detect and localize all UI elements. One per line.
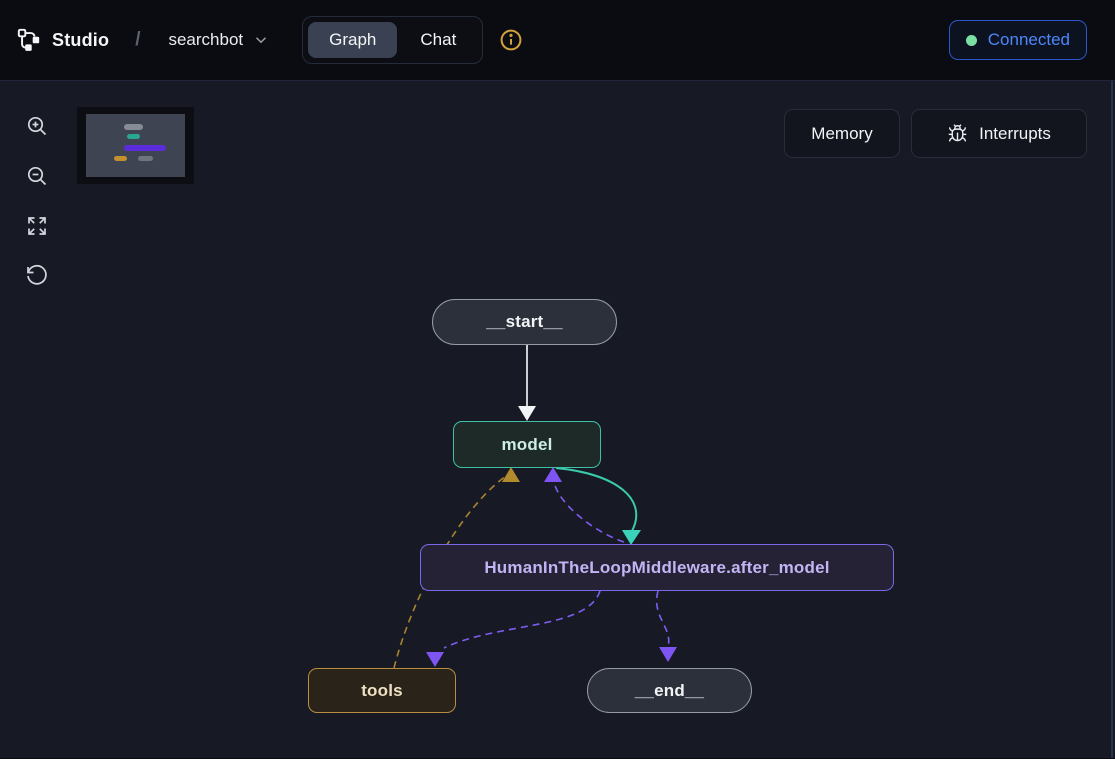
- minimap-node-middleware: [124, 145, 166, 151]
- memory-button-label: Memory: [811, 123, 873, 143]
- graph-node-model[interactable]: model: [453, 421, 601, 468]
- edge-middleware-model: [544, 467, 625, 543]
- interrupts-button-label: Interrupts: [979, 123, 1051, 143]
- minimap-viewport: [86, 114, 185, 177]
- edge-middleware-tools: [426, 590, 601, 667]
- info-icon[interactable]: [499, 28, 523, 52]
- app-title: Studio: [52, 29, 110, 50]
- node-label: HumanInTheLoopMiddleware.after_model: [484, 557, 830, 577]
- zoom-out-button[interactable]: [25, 164, 49, 188]
- graph-node-start[interactable]: __start__: [432, 299, 617, 345]
- breadcrumb-separator: /: [135, 29, 141, 50]
- edge-model-middleware: [555, 467, 641, 545]
- graph-node-tools[interactable]: tools: [308, 668, 456, 713]
- top-bar: Studio / searchbot Graph Chat Connected: [0, 0, 1115, 80]
- panel-divider[interactable]: [1111, 81, 1113, 758]
- tab-chat[interactable]: Chat: [399, 22, 477, 58]
- connection-status-label: Connected: [987, 30, 1070, 49]
- project-dropdown[interactable]: searchbot: [168, 30, 270, 50]
- node-label: __start__: [486, 312, 563, 331]
- node-label: __end__: [634, 680, 705, 700]
- zoom-in-button[interactable]: [25, 114, 49, 138]
- chevron-down-icon: [252, 31, 270, 49]
- node-label: tools: [361, 680, 403, 700]
- reset-view-button[interactable]: [25, 264, 49, 288]
- graph-canvas[interactable]: Memory Interrupts: [0, 80, 1115, 758]
- interrupts-button[interactable]: Interrupts: [911, 109, 1087, 158]
- minimap-node-tools: [114, 156, 127, 161]
- bug-icon: [947, 123, 968, 144]
- studio-brand[interactable]: Studio: [16, 27, 109, 53]
- minimap-node-model: [127, 134, 140, 139]
- studio-logo-icon: [16, 27, 42, 53]
- node-label: model: [501, 434, 553, 454]
- status-dot-icon: [965, 34, 977, 46]
- view-mode-tabs: Graph Chat: [302, 16, 484, 64]
- graph-node-end[interactable]: __end__: [587, 668, 752, 713]
- edge-start-model: [518, 345, 536, 421]
- memory-button[interactable]: Memory: [784, 109, 900, 158]
- minimap-node-start: [124, 124, 143, 130]
- edge-middleware-end: [655, 590, 677, 662]
- minimap-node-end: [138, 156, 153, 161]
- connection-status-badge[interactable]: Connected: [948, 20, 1087, 60]
- minimap[interactable]: [77, 107, 194, 184]
- graph-node-middleware[interactable]: HumanInTheLoopMiddleware.after_model: [420, 544, 894, 591]
- fit-view-button[interactable]: [25, 214, 49, 238]
- tab-graph[interactable]: Graph: [308, 22, 398, 58]
- project-name: searchbot: [168, 30, 244, 49]
